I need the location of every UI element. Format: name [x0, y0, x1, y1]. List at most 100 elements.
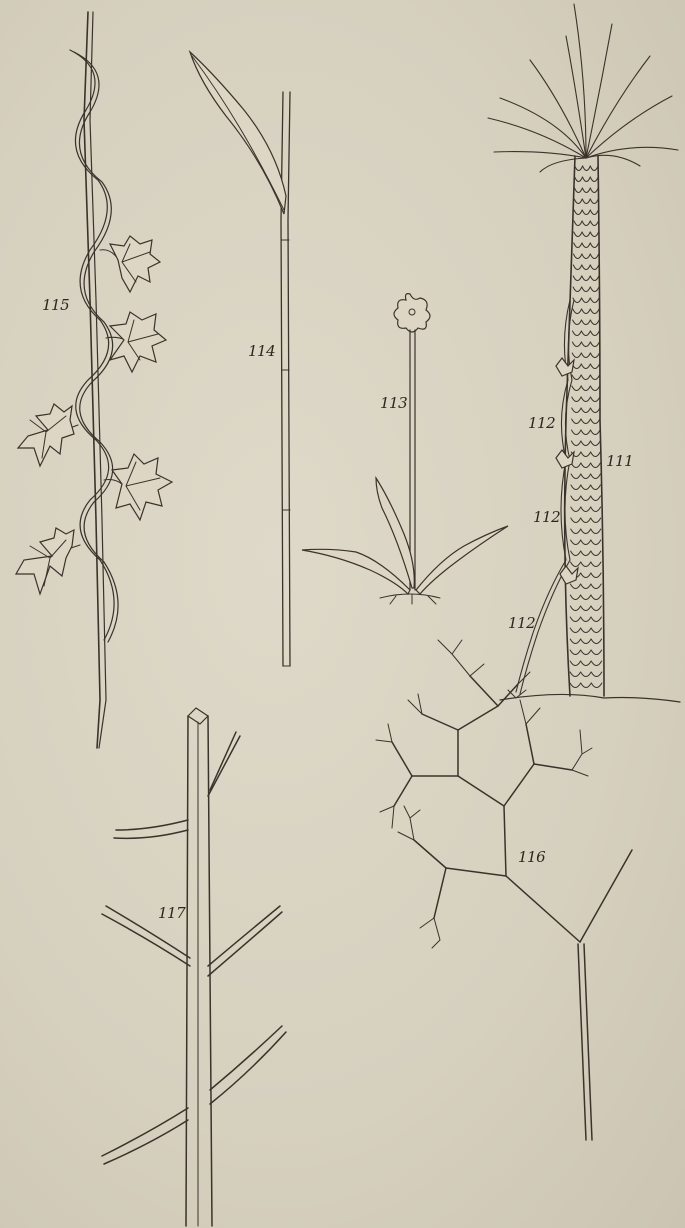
palm-trunk-scale: [574, 254, 582, 259]
palm-trunk-scale: [581, 441, 591, 446]
palm-trunk-scale: [591, 540, 601, 545]
label-116: 116: [518, 848, 545, 866]
palm-trunk-scale: [573, 309, 582, 314]
palm-trunk-scale: [591, 606, 601, 611]
palm-trunk-scale: [581, 595, 591, 600]
palm-trunk-scale: [575, 177, 583, 182]
palm-trunk-scale: [581, 683, 592, 688]
palm-trunk-scale: [574, 199, 582, 204]
palm-trunk-scale: [582, 199, 590, 204]
palm-trunk-scale: [590, 342, 599, 347]
palm-trunk-scale: [583, 166, 591, 171]
palm-trunk-scale: [571, 474, 581, 479]
palm-trunk-scale: [582, 287, 591, 292]
palm-trunk-scale: [581, 375, 590, 380]
palm-trunk-scale: [570, 672, 581, 677]
palm-trunk-scale: [581, 551, 591, 556]
palm-trunk-scale: [590, 320, 599, 325]
palm-trunk-scale: [591, 628, 601, 633]
palm-trunk-scale: [581, 364, 590, 369]
palm-trunk-scale: [571, 485, 581, 490]
palm-trunk-scale: [591, 639, 602, 644]
palm-trunk-scale: [590, 221, 598, 226]
palm-trunk-scale: [572, 408, 581, 413]
palm-trunk-scale: [591, 562, 601, 567]
palm-trunk-scale: [590, 353, 599, 358]
palm-trunk-scale: [581, 463, 591, 468]
palm-trunk-scale: [573, 265, 582, 270]
palm-trunk-scale: [573, 276, 582, 281]
palm-trunk-scale: [572, 375, 581, 380]
palm-trunk-scale: [590, 309, 599, 314]
palm-trunk-scale: [591, 683, 602, 688]
palm-trunk-scale: [581, 331, 590, 336]
palm-trunk-scale: [581, 507, 591, 512]
palm-trunk-scale: [570, 639, 580, 644]
palm-trunk-scale: [591, 650, 602, 655]
palm-trunk-scale: [591, 529, 601, 534]
palm-trunk-scale: [581, 617, 591, 622]
palm-trunk-scale: [581, 529, 591, 534]
palm-trunk-scale: [582, 276, 591, 281]
palm-trunk-scale: [571, 529, 581, 534]
palm-trunk-scale: [571, 507, 581, 512]
palm-trunk-scale: [590, 298, 599, 303]
palm-trunk-scale: [581, 353, 590, 358]
palm-trunk-scale: [570, 606, 580, 611]
palm-trunk-scale: [572, 353, 581, 358]
palm-trunk-scale: [571, 496, 581, 501]
label-117: 117: [158, 904, 185, 922]
palm-trunk-scale: [590, 331, 599, 336]
figure-115-twining-stem: [16, 12, 172, 748]
palm-trunk-scale: [571, 562, 581, 567]
palm-trunk-scale: [581, 408, 590, 413]
palm-trunk-scale: [581, 419, 591, 424]
palm-trunk-scale: [574, 210, 582, 215]
palm-trunk-scale: [591, 452, 601, 457]
palm-trunk-scale: [572, 419, 581, 424]
palm-trunk-scale: [574, 243, 582, 248]
palm-trunk-scale: [572, 386, 581, 391]
palm-trunk-scale: [582, 188, 590, 193]
palm-trunk-scale: [571, 540, 581, 545]
palm-trunk-scale: [582, 243, 590, 248]
palm-trunk-scale: [581, 584, 591, 589]
palm-trunk-scale: [572, 430, 582, 435]
palm-trunk-scale: [570, 584, 580, 589]
palm-trunk-scale: [591, 661, 602, 666]
palm-trunk-scale: [573, 287, 582, 292]
figure-111-palm-tree: [488, 4, 680, 702]
palm-trunk-scale: [574, 221, 582, 226]
palm-trunk-scale: [591, 419, 600, 424]
label-111: 111: [606, 452, 633, 470]
palm-trunk-scale: [590, 287, 599, 292]
palm-trunk-scale: [590, 188, 598, 193]
palm-trunk-scale: [570, 628, 580, 633]
palm-trunk-scale: [590, 265, 599, 270]
label-114: 114: [248, 342, 275, 360]
palm-trunk-scale: [571, 551, 581, 556]
palm-trunk-scale: [582, 221, 590, 226]
palm-trunk-scale: [575, 188, 583, 193]
palm-trunk-scale: [590, 177, 598, 182]
palm-trunk-scale: [591, 474, 601, 479]
palm-trunk-scale: [581, 518, 591, 523]
palm-trunk-scale: [590, 232, 598, 237]
palm-trunk-scale: [582, 298, 591, 303]
palm-trunk-scale: [581, 397, 590, 402]
palm-trunk-scale: [591, 573, 601, 578]
palm-trunk-scale: [571, 518, 581, 523]
palm-trunk-scale: [590, 254, 598, 259]
label-115: 115: [42, 296, 69, 314]
palm-trunk-scale: [581, 661, 592, 666]
palm-trunk-scale: [581, 639, 592, 644]
palm-trunk-scale: [591, 672, 602, 677]
palm-trunk-scale: [574, 232, 582, 237]
palm-trunk-scale: [590, 166, 598, 171]
palm-trunk-scale: [581, 474, 591, 479]
palm-trunk-scale: [591, 441, 601, 446]
palm-trunk-scale: [570, 661, 581, 666]
palm-trunk-scale: [581, 496, 591, 501]
palm-trunk-scale: [590, 210, 598, 215]
